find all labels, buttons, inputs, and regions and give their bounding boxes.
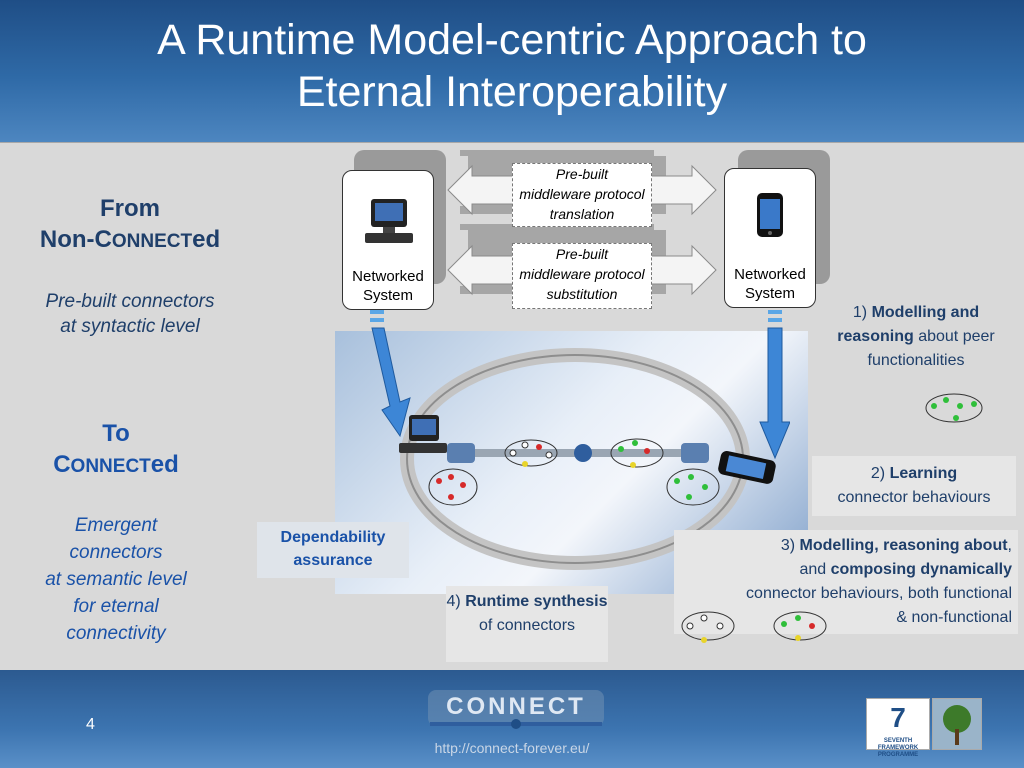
from-description: Pre-built connectors at syntactic level <box>45 291 215 337</box>
node-graph-1 <box>504 439 558 467</box>
website-url: http://connect-forever.eu/ <box>434 740 590 756</box>
right-down-arrow <box>759 310 790 460</box>
right-networked-system: Networked System <box>724 168 816 308</box>
svg-text:CONNECT: CONNECT <box>446 693 586 720</box>
step-1-node-graph <box>925 393 983 423</box>
bridge-translation: Pre-built middleware protocol translatio… <box>512 163 652 227</box>
to-label: To <box>102 420 130 447</box>
from-heading: From Non-CONNECTed <box>14 193 246 257</box>
left-networked-system: Networked System <box>342 170 434 310</box>
slide-title: A Runtime Model-centric Approach to Eter… <box>0 14 1024 118</box>
node-graph-4 <box>666 468 720 506</box>
left-down-arrow <box>370 310 411 438</box>
fp7-mark: 7 <box>890 702 906 733</box>
non-connected-label: Non-CONNECTed <box>39 226 221 253</box>
step-3-text: 3) Modelling, reasoning about, and compo… <box>674 530 1018 634</box>
connect-logo: CONNECT <box>428 690 604 729</box>
title-line-2: Eternal Interoperability <box>296 68 728 116</box>
step-1-text: 1) Modelling and reasoning about peer fu… <box>837 304 995 369</box>
to-description: Emergent connectors at semantic level fo… <box>45 515 187 644</box>
dependability-assurance: Dependability assurance <box>257 522 409 578</box>
smartphone-icon <box>757 193 783 237</box>
slide-header: A Runtime Model-centric Approach to Eter… <box>0 0 1024 142</box>
connected-label: CONNECTed <box>53 451 179 478</box>
svg-text:7: 7 <box>890 702 906 733</box>
step-2-text: 2) Learning connector behaviours <box>812 456 1016 516</box>
step-4-text: 4) Runtime synthesis of connectors <box>446 586 608 662</box>
computer-icon <box>365 199 413 243</box>
tree-icon <box>943 705 971 745</box>
from-label: From <box>100 195 160 222</box>
to-heading: To CONNECTed <box>14 418 218 482</box>
bridge-substitution: Pre-built middleware protocol substituti… <box>512 243 652 309</box>
step-3-node-graphs <box>681 611 827 643</box>
node-graph-2 <box>610 438 664 468</box>
tree-logo <box>932 698 982 750</box>
page-number: 4 <box>86 716 95 733</box>
ring-illustration <box>399 348 776 570</box>
fp7-logo: 7 SEVENTH FRAMEWORK PROGRAMME <box>866 698 930 758</box>
node-graph-3 <box>428 468 478 506</box>
title-line-1: A Runtime Model-centric Approach to <box>157 16 867 64</box>
